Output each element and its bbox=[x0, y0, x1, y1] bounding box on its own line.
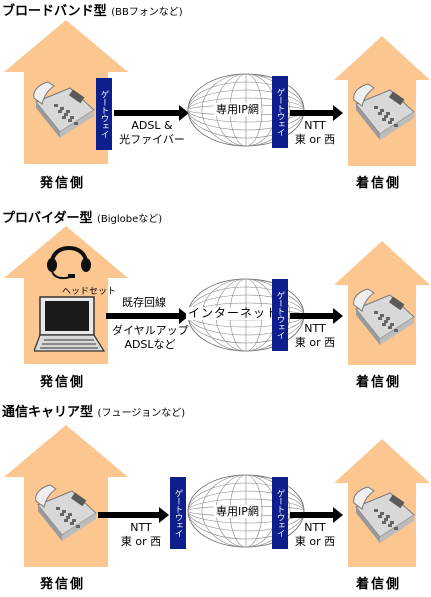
network-label: 専用IP網 bbox=[214, 505, 261, 518]
receiver-caption: 着信側 bbox=[356, 375, 402, 390]
caller-caption: 発信側 bbox=[40, 176, 86, 191]
headset-icon bbox=[47, 246, 91, 280]
caller-gateway-box: ゲートウェイ bbox=[170, 477, 186, 549]
receiver-gateway-box: ゲートウェイ bbox=[272, 477, 288, 549]
ntt-arrow bbox=[290, 507, 343, 523]
link-label-top: 既存回線 bbox=[122, 296, 166, 309]
ntt-label: NTT 東 or 西 bbox=[294, 119, 336, 146]
ntt-arrow bbox=[290, 308, 343, 324]
section-title: 通信キャリア型 (フュージョンなど) bbox=[2, 405, 186, 420]
laptop-icon bbox=[34, 296, 106, 352]
network-label: インターネット bbox=[186, 306, 282, 320]
link-label-bottom: ダイヤルアップ ADSLなど bbox=[112, 324, 189, 351]
link-label: NTT 東 or 西 bbox=[120, 521, 162, 548]
receiver-gateway-box: ゲートウェイ bbox=[272, 76, 288, 148]
link-label: ADSL & 光ファイバー bbox=[119, 119, 185, 146]
receiver-caption: 着信側 bbox=[356, 176, 402, 191]
caller-caption: 発信側 bbox=[40, 577, 86, 592]
section-broadband: ブロードバンド型 (BBフォンなど) ゲートウェイ ADSL & 光ファイバー … bbox=[0, 0, 431, 196]
link-arrow bbox=[114, 105, 189, 121]
section-title-note: (Biglobeなど) bbox=[97, 214, 163, 225]
section-carrier: 通信キャリア型 (フュージョンなど) NTT 東 or 西 ゲートウェイ 専用I… bbox=[0, 401, 431, 597]
receiver-phone-icon bbox=[353, 288, 415, 346]
section-title: ブロードバンド型 (BBフォンなど) bbox=[2, 4, 183, 19]
section-title-note: (BBフォンなど) bbox=[111, 7, 183, 18]
link-arrow bbox=[98, 507, 169, 523]
section-title: プロバイダー型 (Biglobeなど) bbox=[2, 211, 163, 226]
ntt-arrow bbox=[290, 105, 343, 121]
section-title-note: (フュージョンなど) bbox=[97, 408, 186, 419]
caller-gateway-box: ゲートウェイ bbox=[96, 78, 112, 150]
caller-phone-icon bbox=[35, 484, 97, 542]
receiver-gateway-box: ゲートウェイ bbox=[272, 279, 288, 351]
caller-phone-icon bbox=[33, 81, 95, 139]
headset-label: ヘッドセット bbox=[62, 287, 117, 297]
ntt-label: NTT 東 or 西 bbox=[294, 322, 336, 349]
receiver-phone-icon bbox=[353, 486, 415, 544]
section-provider: プロバイダー型 (Biglobeなど) ヘッドセット 既存回線 ダイヤルアップ … bbox=[0, 207, 431, 403]
receiver-caption: 着信側 bbox=[356, 577, 402, 592]
link-arrow bbox=[106, 308, 189, 324]
network-label: 専用IP網 bbox=[214, 103, 261, 116]
receiver-phone-icon bbox=[353, 83, 415, 141]
caller-house bbox=[4, 226, 128, 364]
ntt-label: NTT 東 or 西 bbox=[294, 521, 336, 548]
caller-caption: 発信側 bbox=[40, 375, 86, 390]
